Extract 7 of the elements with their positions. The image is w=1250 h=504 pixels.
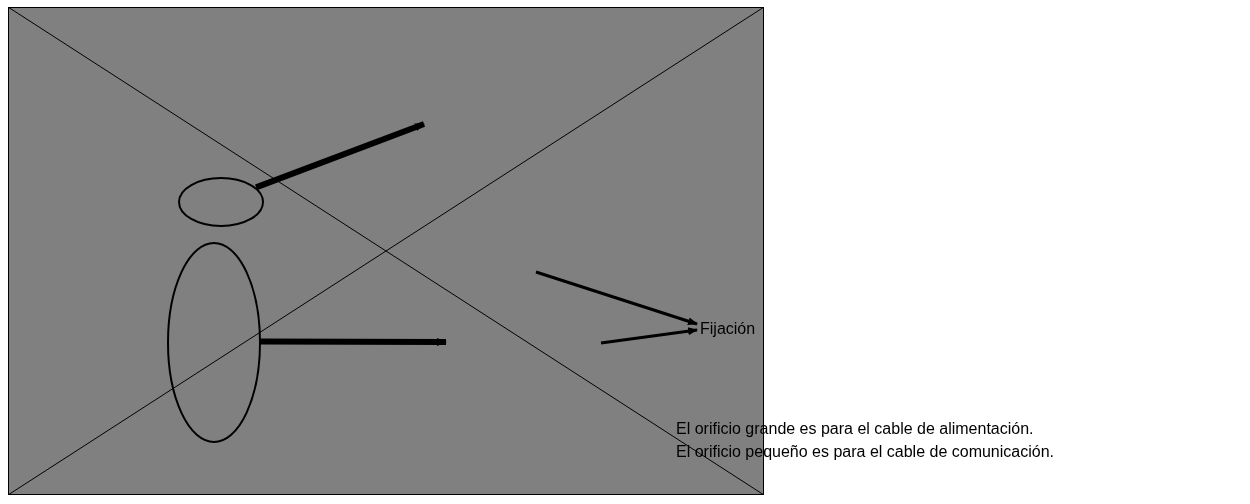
arrow bbox=[260, 338, 447, 346]
arrow bbox=[255, 121, 426, 191]
arrow bbox=[535, 270, 698, 326]
ellipse-outline bbox=[178, 177, 264, 227]
arrow bbox=[600, 327, 698, 345]
ellipse-outline bbox=[167, 242, 261, 443]
callout-label: Fijación bbox=[700, 319, 756, 339]
